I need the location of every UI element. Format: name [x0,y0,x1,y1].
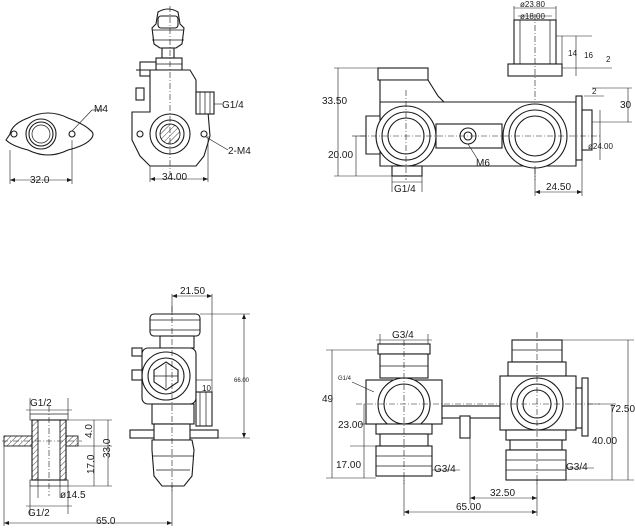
side-top-view: G1/4 2-M4 34.00 [131,6,251,183]
front-top-height: 33.50 [322,96,347,107]
section-h33: 33.0 [102,438,113,458]
front-bottom-view: G3/4 G1/4 49 23.00 17.00 G3/4 G3/4 72.50… [322,330,635,516]
front-top-thread: G1/4 [394,184,416,195]
front-bottom-w32: 32.50 [490,488,515,499]
front-bottom-h40: 40.00 [592,436,617,447]
front-top-h14: 14 [568,49,577,58]
front-bottom-h23: 23.00 [338,420,363,431]
side-top-width-label: 34.00 [162,172,187,183]
side-bottom-view: 21.50 10 66.00 [129,286,250,492]
front-top-screw: M6 [476,158,490,169]
front-top-d24: ø24.00 [588,142,613,151]
front-bottom-thread-left: G3/4 [434,464,456,475]
front-top-h2a: 2 [606,55,611,64]
front-top-h2b: 2 [592,87,597,96]
section-h4: 4.0 [84,424,95,438]
side-bottom-w21: 21.50 [180,286,205,297]
flange-thread-label: M4 [94,104,108,115]
front-bottom-thread-top: G3/4 [392,330,414,341]
section-thread-top: G1/2 [30,398,52,409]
front-top-outer-diameter: ø23.80 [520,0,545,9]
side-bottom-h10: 10 [202,384,211,393]
side-top-thread-label: G1/4 [222,100,244,111]
front-bottom-h72: 72.50 [610,404,635,415]
section-diameter: ø14.5 [60,490,86,501]
front-bottom-thread-side: G1/4 [338,376,352,382]
section-length: 65.0 [96,516,116,527]
front-top-h16: 16 [584,51,593,60]
flange-width-label: 32.0 [30,175,50,186]
front-bottom-h49: 49 [322,394,334,405]
front-bottom-thread-right: G3/4 [566,462,588,473]
side-bottom-h66: 66.00 [234,378,250,384]
front-bottom-h17: 17.00 [336,460,361,471]
section-thread-bottom: G1/2 [28,508,50,519]
front-top-view: ø23.80 ø18.00 14 16 2 2 33.50 20.00 30 ø… [322,0,632,196]
front-top-h30: 30 [620,100,632,111]
section-view: G1/2 4.0 17.0 33.0 ø14.5 G1/2 65.0 [2,398,173,527]
front-top-w24: 24.50 [546,182,571,193]
flange-view: M4 32.0 [5,104,108,186]
front-bottom-w65: 65.00 [456,502,481,513]
front-top-h20: 20.00 [328,150,353,161]
section-h17: 17.0 [86,454,97,474]
front-top-inner-diameter: ø18.00 [520,12,545,21]
side-top-holes-label: 2-M4 [228,146,251,157]
